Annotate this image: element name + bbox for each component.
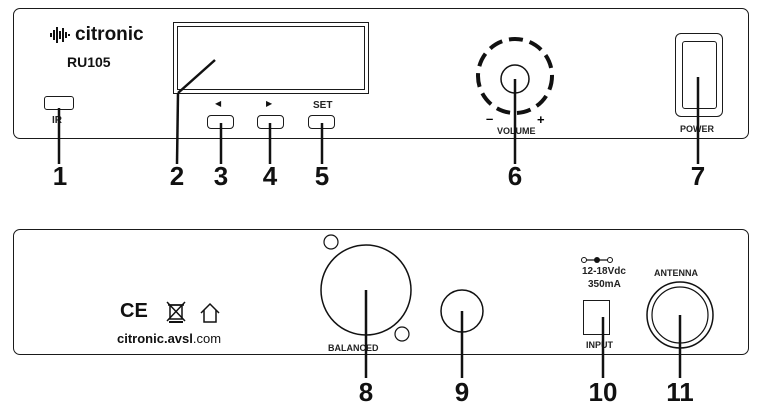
model-name: RU105 [67,54,111,70]
callout-4: 4 [262,161,278,191]
balanced-label: BALANCED [328,343,379,353]
callout-2: 2 [169,161,185,191]
volume-minus-label: – [486,111,494,126]
volume-label: VOLUME [497,126,536,136]
waveform-icon [50,27,70,43]
callout-6: 6 [507,161,523,191]
antenna-label: ANTENNA [654,268,698,278]
ce-mark: CE [120,300,148,322]
xlr-latch-bottom [394,326,410,342]
dc-input-jack[interactable] [583,300,610,335]
lcd-display-inner [177,26,365,90]
ir-label: IR [52,115,62,126]
website-bold: citronic.avsl [117,331,193,346]
front-panel [13,8,749,139]
lcd-display [173,22,369,94]
callout-8: 8 [358,377,374,407]
dc-voltage-label: 12-18Vdc [582,266,626,277]
brand-logo: citronic [50,24,144,46]
volume-plus-label: + [537,112,545,127]
indoor-use-icon [200,302,220,323]
right-arrow-label: ▶ [266,99,273,108]
callout-5: 5 [314,161,330,191]
left-arrow-label: ◀ [215,99,222,108]
callout-7: 7 [690,161,706,191]
brand-name: citronic [75,24,144,45]
volume-knob-ring [476,37,554,115]
callout-9: 9 [454,377,470,407]
website-link[interactable]: citronic.avsl.com [117,331,221,346]
website-tail: .com [192,331,222,346]
callout-3: 3 [213,161,229,191]
input-label: INPUT [586,340,613,350]
set-label: SET [313,100,333,111]
power-switch[interactable] [682,41,717,109]
callout-11: 11 [666,377,694,407]
callout-10: 10 [588,377,618,407]
dc-current-label: 350mA [588,279,621,290]
weee-bin-icon [166,301,186,323]
callout-1: 1 [52,161,68,191]
xlr-latch-top [323,234,339,250]
